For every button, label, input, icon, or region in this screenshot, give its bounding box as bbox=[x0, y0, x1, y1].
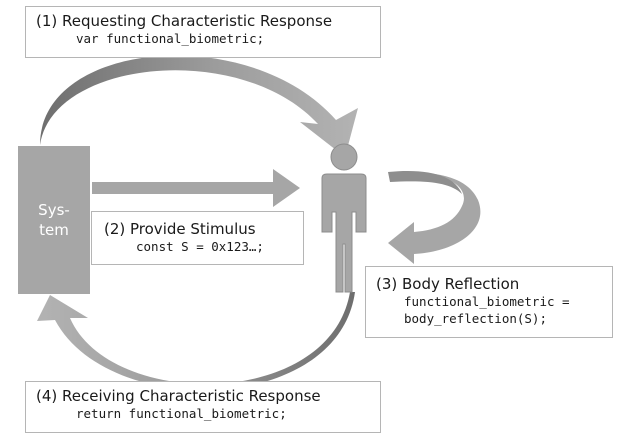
step-title: (3) Body Reflection bbox=[376, 275, 520, 293]
step-code: return functional_biometric; bbox=[76, 406, 287, 421]
step-code: functional_biometric = bbox=[404, 294, 570, 309]
system-label-line: Sys- bbox=[38, 201, 70, 219]
loop-arrow-reflection bbox=[388, 171, 481, 264]
step-box-response: (4) Receiving Characteristic Response re… bbox=[25, 381, 381, 433]
step-box-request: (1) Requesting Characteristic Response v… bbox=[25, 6, 381, 58]
arc-arrow-response bbox=[37, 292, 355, 391]
loop-arrow-reflection-back bbox=[388, 170, 462, 194]
person-icon bbox=[321, 143, 367, 293]
step-title: (4) Receiving Characteristic Response bbox=[36, 387, 321, 405]
step-code: const S = 0x123…; bbox=[136, 239, 264, 254]
arc-arrow-request bbox=[40, 55, 358, 157]
step-box-reflection: (3) Body Reflection functional_biometric… bbox=[365, 266, 613, 338]
system-label-line: tem bbox=[39, 221, 69, 239]
step-title: (2) Provide Stimulus bbox=[104, 220, 256, 238]
system-label: Sys- tem bbox=[18, 146, 90, 294]
straight-arrow-stimulus bbox=[92, 169, 300, 207]
step-code: body_reflection(S); bbox=[404, 311, 547, 326]
step-code: var functional_biometric; bbox=[76, 31, 265, 46]
system-block bbox=[18, 146, 90, 294]
step-title: (1) Requesting Characteristic Response bbox=[36, 12, 333, 30]
step-box-stimulus: (2) Provide Stimulus const S = 0x123…; bbox=[91, 211, 304, 265]
